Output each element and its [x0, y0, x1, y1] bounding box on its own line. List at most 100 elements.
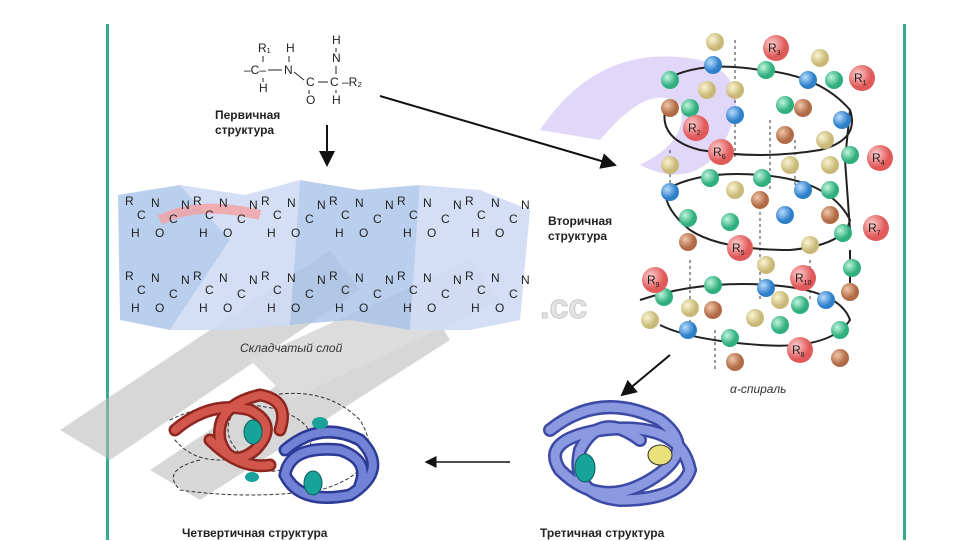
atom-sphere: [794, 99, 812, 117]
atom-sphere: [794, 181, 812, 199]
sheet-atom-label: O: [223, 226, 232, 240]
arrow-helix-to-tertiary: [620, 354, 671, 397]
atom-sphere: [833, 111, 851, 129]
r-group-label: R3: [768, 41, 781, 57]
r-group-sphere: [790, 265, 816, 291]
atom-sphere: [831, 321, 849, 339]
sheet-atom-label: N: [317, 198, 326, 212]
atom-sphere: [679, 209, 697, 227]
sheet-atom-label: C: [169, 287, 178, 301]
sheet-atom-label: O: [155, 301, 164, 315]
r-group-sphere: [849, 65, 875, 91]
svg-text:H: H: [332, 33, 341, 47]
primary-structure-formula: R₁ H H N –C– N C C –R₂ H O H: [244, 33, 362, 107]
atom-sphere: [776, 126, 794, 144]
sheet-atom-label: O: [155, 226, 164, 240]
sheet-atom-label: H: [199, 301, 208, 315]
atom-sphere: [706, 33, 724, 51]
sheet-atom-label: N: [317, 273, 326, 287]
sheet-atom-label: O: [291, 301, 300, 315]
r-group-label: R1: [854, 71, 867, 87]
atom-sphere: [811, 49, 829, 67]
atom-sphere: [704, 276, 722, 294]
atom-sphere: [801, 236, 819, 254]
sheet-atom-label: H: [131, 301, 140, 315]
sheet-atom-label: R: [397, 194, 406, 208]
r-group-sphere: [727, 235, 753, 261]
sheet-atom-label: C: [373, 287, 382, 301]
sheet-atom-label: C: [273, 208, 282, 222]
svg-text:–R₂: –R₂: [342, 75, 362, 89]
atom-sphere: [821, 156, 839, 174]
atom-sphere: [721, 329, 739, 347]
svg-text:–C–: –C–: [244, 63, 266, 77]
sheet-atom-label: R: [329, 194, 338, 208]
r-group-sphere: [867, 145, 893, 171]
svg-text:H: H: [259, 81, 268, 95]
svg-text:C: C: [330, 75, 339, 89]
sheet-atom-label: N: [521, 273, 530, 287]
sheet-atom-label: N: [151, 196, 160, 210]
atom-sphere: [791, 296, 809, 314]
sheet-atom-label: C: [509, 287, 518, 301]
sheet-atom-label: N: [423, 196, 432, 210]
atom-sphere: [757, 61, 775, 79]
sheet-atom-label: N: [151, 271, 160, 285]
r-group-label: R6: [713, 145, 726, 161]
atom-sphere: [698, 81, 716, 99]
sheet-atom-label: N: [219, 271, 228, 285]
atom-sphere: [834, 224, 852, 242]
atom-sphere: [661, 99, 679, 117]
sheet-atom-label: C: [409, 208, 418, 222]
sheet-atom-label: O: [427, 301, 436, 315]
sheet-atom-label: C: [509, 212, 518, 226]
sheet-atom-label: N: [355, 196, 364, 210]
sheet-atom-label: R: [261, 194, 270, 208]
r-group-label: R2: [688, 121, 701, 137]
atom-sphere: [661, 156, 679, 174]
r-group-label: R5: [732, 241, 745, 257]
r-group-sphere: [863, 215, 889, 241]
sheet-atom-label: C: [205, 283, 214, 297]
sheet-atom-label: C: [273, 283, 282, 297]
sheet-atom-label: H: [403, 301, 412, 315]
atom-sphere: [726, 181, 744, 199]
svg-text:H: H: [332, 93, 341, 107]
atom-sphere: [831, 349, 849, 367]
atom-sphere: [776, 206, 794, 224]
atom-sphere: [746, 309, 764, 327]
sheet-atom-label: N: [219, 196, 228, 210]
sheet-atom-label: N: [287, 271, 296, 285]
r-group-sphere: [642, 267, 668, 293]
quaternary-structure: [168, 388, 380, 504]
sheet-atom-label: C: [373, 212, 382, 226]
atom-sphere: [726, 353, 744, 371]
atom-sphere: [841, 146, 859, 164]
atom-sphere: [771, 291, 789, 309]
atom-sphere: [816, 131, 834, 149]
r-group-label: R9: [647, 273, 660, 289]
sheet-atom-label: H: [199, 226, 208, 240]
atom-sphere: [704, 56, 722, 74]
sheet-atom-label: N: [491, 271, 500, 285]
sheet-atom-label: N: [521, 198, 530, 212]
sheet-atom-label: N: [491, 196, 500, 210]
sheet-atom-label: C: [341, 208, 350, 222]
sheet-atom-label: R: [193, 194, 202, 208]
svg-text:R₁: R₁: [258, 41, 271, 55]
sheet-atom-label: H: [471, 226, 480, 240]
sheet-atom-label: R: [329, 269, 338, 283]
atom-sphere: [726, 106, 744, 124]
sheet-atom-label: H: [131, 226, 140, 240]
sheet-atom-label: C: [205, 208, 214, 222]
sheet-atom-label: N: [385, 198, 394, 212]
quaternary-structure-label: Четвертичная структура: [182, 526, 328, 540]
tertiary-structure: [543, 400, 698, 508]
sheet-atom-label: C: [477, 283, 486, 297]
sheet-atom-label: H: [471, 301, 480, 315]
left-frame-line: [106, 24, 109, 540]
sheet-atom-label: N: [249, 273, 258, 287]
r-group-sphere: [708, 139, 734, 165]
